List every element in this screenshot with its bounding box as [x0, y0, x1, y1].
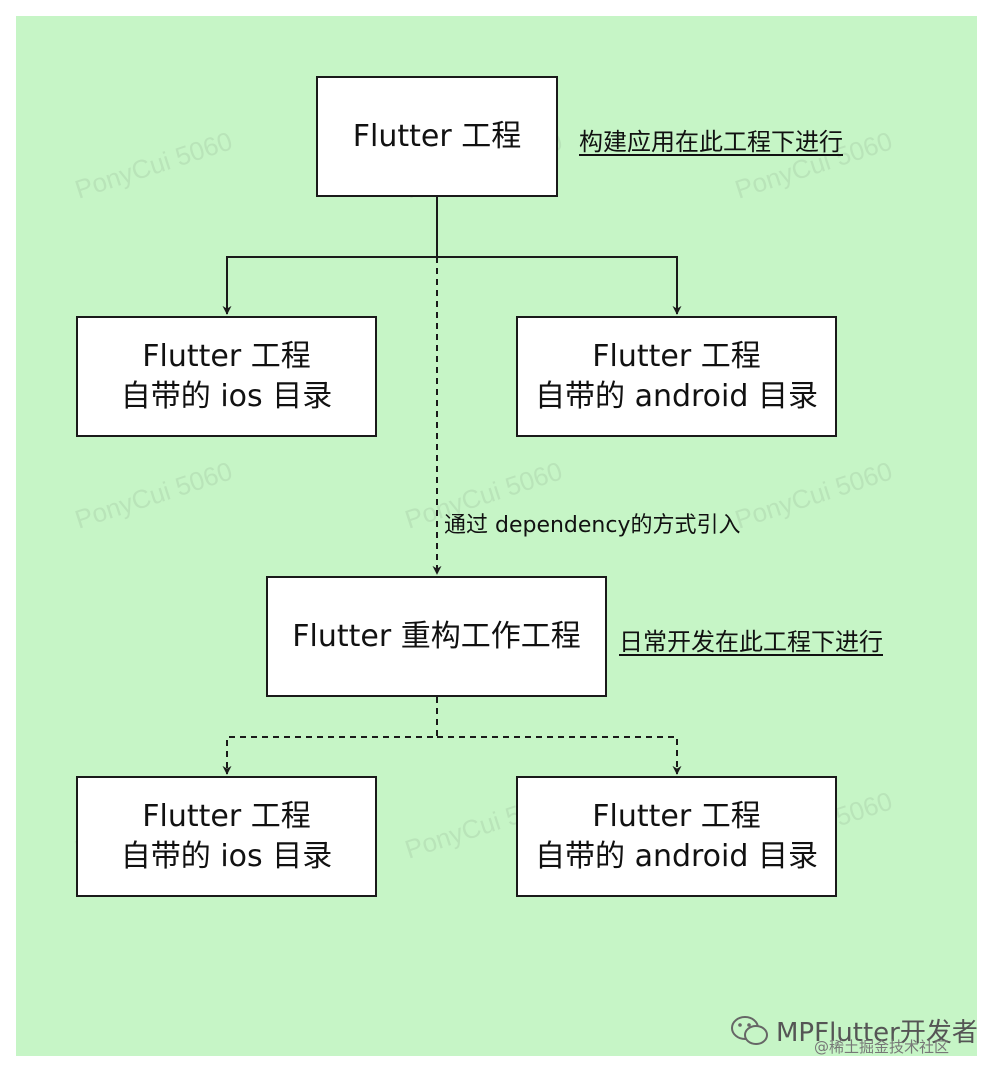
- edge-root-to-ios: [222, 197, 438, 315]
- note-build-here: 构建应用在此工程下进行: [579, 128, 843, 156]
- node-label-line: 自带的 android 目录: [535, 378, 818, 414]
- footer-brand: MPFlutter开发者: [776, 1018, 978, 1048]
- node-label-line: Flutter 工程: [592, 798, 761, 834]
- node-flutter-project: Flutter 工程: [316, 76, 558, 197]
- node-root-android-dir: Flutter 工程 自带的 android 目录: [516, 316, 837, 437]
- source-footer: MPFlutter开发者 @稀土掘金技术社区: [730, 1012, 978, 1056]
- edge-root-to-android: [437, 256, 682, 315]
- node-label-line: Flutter 工程: [592, 338, 761, 374]
- node-root-ios-dir: Flutter 工程 自带的 ios 目录: [76, 316, 377, 437]
- node-label-line: Flutter 工程: [142, 338, 311, 374]
- edge-label-dependency: 通过 dependency的方式引入: [444, 513, 741, 538]
- node-label: Flutter 工程: [352, 118, 522, 154]
- node-label: Flutter 重构工作工程: [292, 618, 581, 654]
- edge-work-to-ios: [222, 697, 438, 775]
- node-label-line: Flutter 工程: [142, 798, 311, 834]
- note-develop-here: 日常开发在此工程下进行: [619, 628, 883, 656]
- node-label-line: 自带的 android 目录: [535, 838, 818, 874]
- node-label-line: 自带的 ios 目录: [120, 838, 333, 874]
- node-work-ios-dir: Flutter 工程 自带的 ios 目录: [76, 776, 377, 897]
- footer-sub: @稀土掘金技术社区: [814, 1038, 950, 1056]
- node-work-android-dir: Flutter 工程 自带的 android 目录: [516, 776, 837, 897]
- edge-work-to-android: [437, 736, 682, 775]
- node-flutter-work-project: Flutter 重构工作工程: [266, 576, 607, 697]
- wechat-icon: [731, 1015, 768, 1045]
- node-label-line: 自带的 ios 目录: [120, 378, 333, 414]
